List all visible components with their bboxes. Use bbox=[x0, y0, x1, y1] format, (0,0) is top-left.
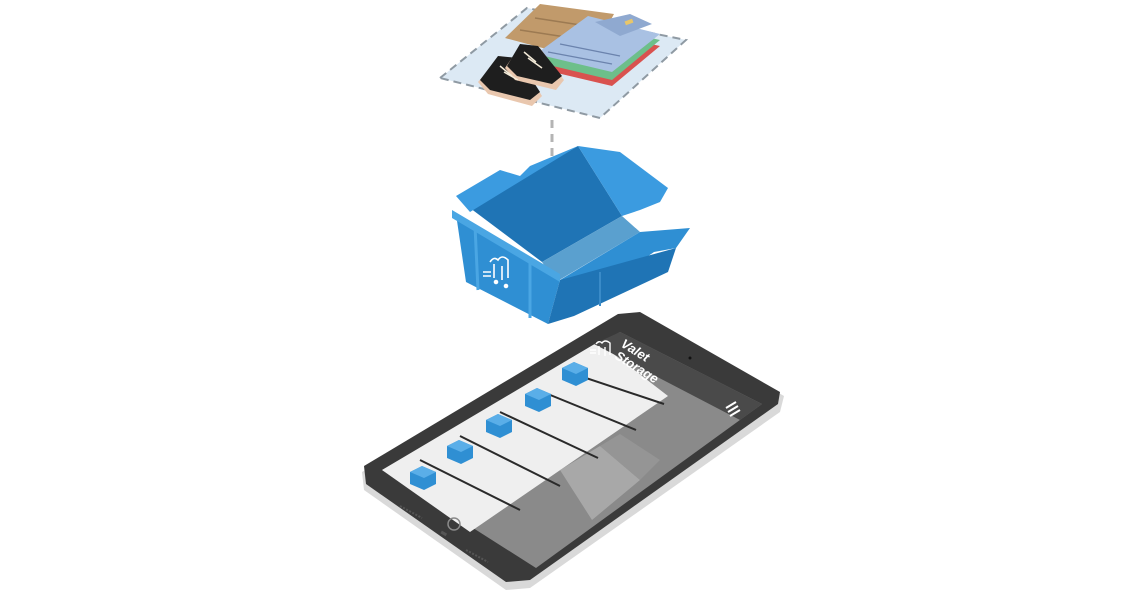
list-item[interactable] bbox=[562, 362, 588, 386]
home-button[interactable] bbox=[447, 517, 461, 531]
black-sneakers bbox=[478, 44, 564, 106]
folded-shirt bbox=[536, 14, 660, 86]
list-item[interactable] bbox=[447, 440, 473, 464]
blue-box-icon bbox=[525, 388, 551, 412]
hamburger-menu-icon[interactable] bbox=[725, 401, 741, 417]
list-item[interactable] bbox=[486, 414, 512, 438]
tablet: Valet Storage bbox=[362, 312, 784, 590]
blue-box-icon bbox=[410, 466, 436, 490]
blue-box-icon bbox=[447, 440, 473, 464]
valet-storage-logo-icon bbox=[483, 256, 509, 289]
list-item[interactable] bbox=[525, 388, 551, 412]
storage-bin bbox=[452, 146, 690, 324]
blue-box-icon bbox=[486, 414, 512, 438]
blue-box-icon bbox=[562, 362, 588, 386]
camera-dot bbox=[688, 356, 692, 360]
clothes-tray bbox=[437, 4, 689, 120]
app-logo bbox=[590, 340, 611, 356]
speaker-grille bbox=[399, 505, 489, 563]
list-item[interactable] bbox=[410, 466, 436, 490]
